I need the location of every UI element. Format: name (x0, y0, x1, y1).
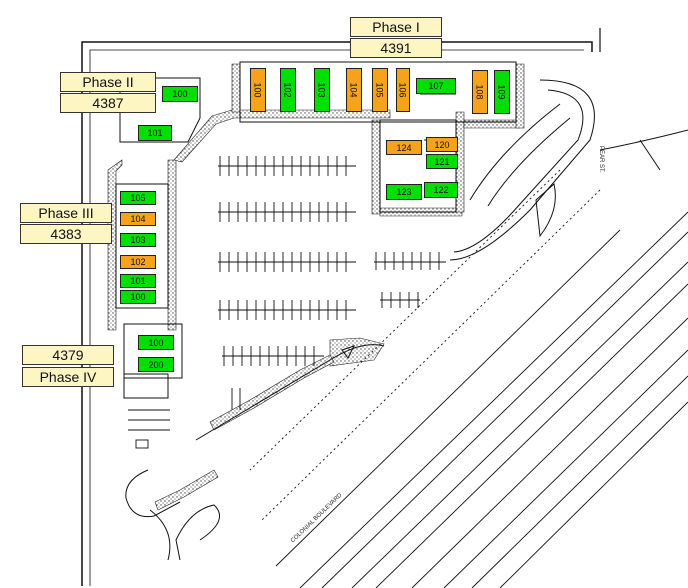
phase2-unit-100[interactable]: 100 (162, 86, 198, 102)
phase1-unit-109[interactable]: 109 (494, 70, 510, 114)
phase1-unit-124[interactable]: 124 (386, 140, 422, 155)
phase-2-name-label: Phase II (60, 72, 156, 92)
unit-label: 101 (130, 276, 146, 286)
unit-label: 105 (375, 82, 385, 98)
phase1-unit-105[interactable]: 105 (372, 68, 388, 112)
phase-2-number-label: 4387 (60, 93, 156, 113)
unit-label: 100 (253, 82, 263, 98)
phase3-unit-101[interactable]: 101 (120, 274, 156, 288)
phase1-unit-108[interactable]: 108 (472, 70, 488, 114)
phase4-unit-100[interactable]: 100 (138, 335, 174, 350)
phase3-unit-102[interactable]: 102 (120, 255, 156, 269)
landscape-buffers (107, 63, 525, 511)
phase-iv-stalls (128, 388, 241, 449)
phase1-unit-120[interactable]: 120 (426, 137, 458, 152)
unit-label: 103 (317, 82, 327, 98)
unit-label: 122 (433, 185, 449, 195)
parking-stalls (218, 156, 446, 366)
phase1-unit-100[interactable]: 100 (250, 68, 266, 112)
unit-label: 123 (396, 187, 412, 197)
phase-3-name-label: Phase III (20, 203, 112, 223)
phase-4-name-label: Phase IV (22, 367, 114, 387)
phase1-unit-123[interactable]: 123 (386, 184, 422, 200)
phase4-unit-200[interactable]: 200 (138, 357, 174, 372)
unit-label: 121 (434, 156, 450, 167)
phase1-unit-104[interactable]: 104 (346, 68, 362, 112)
phase1-unit-122[interactable]: 122 (424, 182, 458, 198)
phase1-unit-103[interactable]: 103 (314, 68, 330, 112)
phase3-unit-103[interactable]: 103 (120, 233, 156, 247)
unit-label: 107 (428, 81, 444, 91)
unit-label: 105 (130, 193, 146, 203)
phase-1-number-label: 4391 (350, 38, 442, 58)
unit-label: 200 (148, 359, 164, 370)
colonial-boulevard-lanes (249, 169, 688, 588)
phase-1-name-label: Phase I (350, 17, 442, 37)
phase1-unit-102[interactable]: 102 (280, 68, 296, 112)
phase1-unit-121[interactable]: 121 (426, 154, 458, 169)
pear-street-label: PEAR ST. (598, 146, 604, 173)
unit-label: 103 (130, 235, 146, 245)
unit-label: 109 (497, 84, 507, 100)
phase1-unit-107[interactable]: 107 (416, 78, 456, 94)
unit-label: 102 (283, 82, 293, 98)
unit-label: 101 (147, 128, 163, 138)
phase-3-number-label: 4383 (20, 224, 112, 244)
phase3-unit-104[interactable]: 104 (120, 212, 156, 226)
unit-label: 108 (475, 84, 485, 100)
unit-label: 120 (434, 139, 450, 150)
unit-label: 100 (148, 337, 164, 348)
phase-4-number-label: 4379 (22, 345, 114, 365)
phase1-unit-106[interactable]: 106 (396, 68, 410, 112)
unit-label: 124 (396, 142, 412, 153)
phase2-unit-101[interactable]: 101 (138, 125, 172, 141)
phase3-unit-100[interactable]: 100 (120, 290, 156, 304)
unit-label: 102 (130, 257, 146, 267)
unit-label: 100 (130, 292, 146, 302)
unit-label: 104 (349, 82, 359, 98)
phase3-unit-105[interactable]: 105 (120, 191, 156, 205)
unit-label: 100 (172, 89, 188, 99)
unit-label: 106 (398, 82, 408, 98)
access-drives (125, 79, 688, 561)
unit-label: 104 (130, 214, 146, 224)
